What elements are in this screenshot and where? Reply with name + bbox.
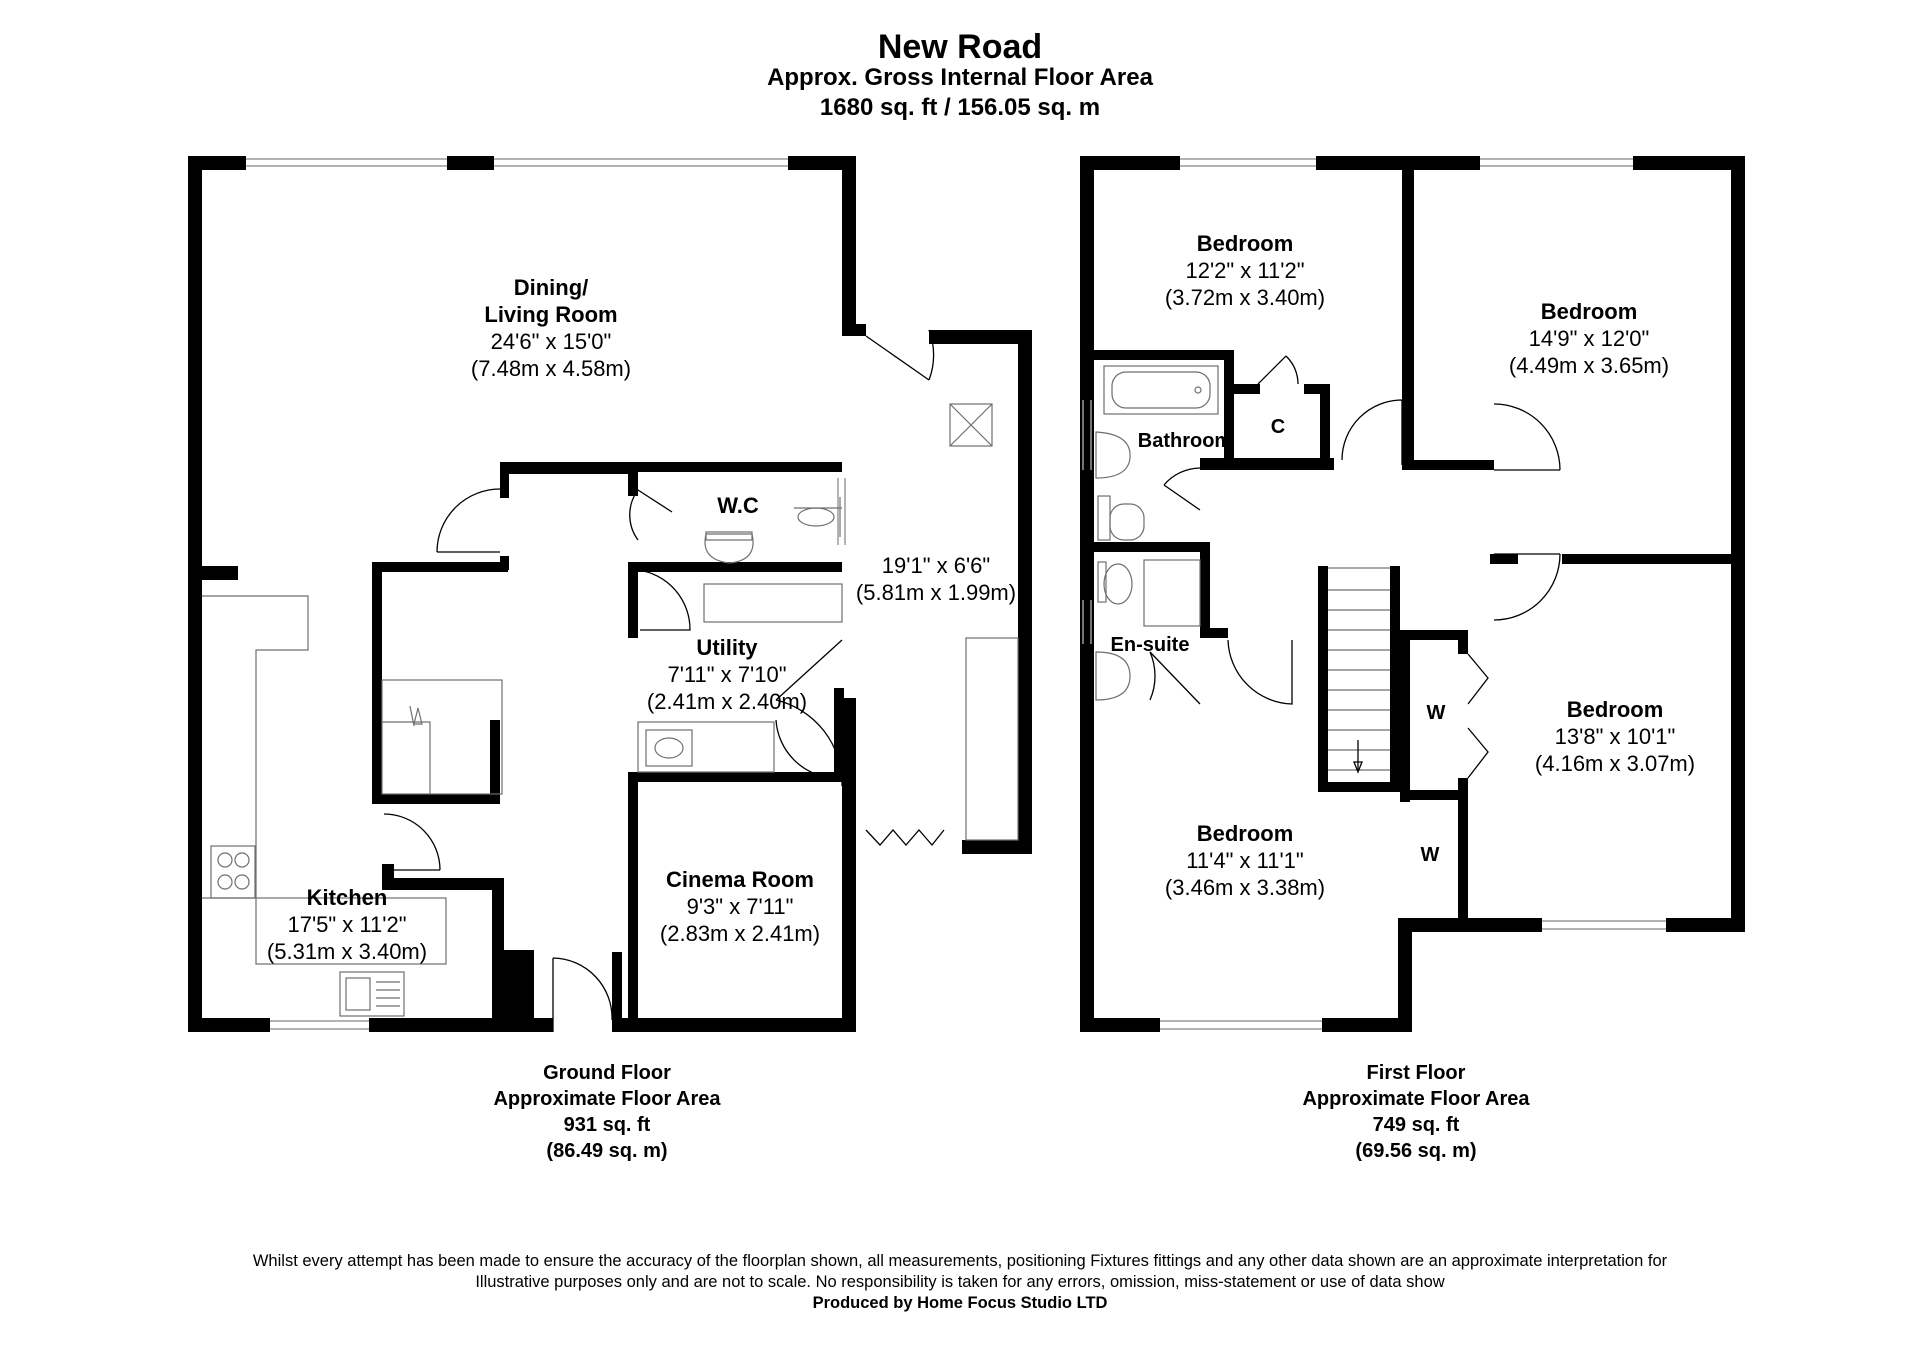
room-size-metric: (3.46m x 3.38m) bbox=[1164, 875, 1326, 900]
floor-area-caption: Approximate Floor Area bbox=[1302, 1088, 1530, 1110]
disclaimer-line: Whilst every attempt has been made to en… bbox=[252, 1252, 1668, 1270]
floor-area-caption: Approximate Floor Area bbox=[493, 1088, 721, 1110]
first-floor-doors bbox=[1149, 355, 1561, 779]
room-kitchen: Kitchen 17'5" x 11'2" (5.31m x 3.40m) bbox=[267, 884, 427, 965]
room-cupboard: C bbox=[1270, 416, 1286, 438]
ground-floor-label: Ground Floor Approximate Floor Area 931 … bbox=[493, 1060, 720, 1164]
room-size-metric: (4.49m x 3.65m) bbox=[1508, 353, 1670, 378]
ground-floor-walls bbox=[188, 156, 1032, 1032]
room-name: Cinema Room bbox=[666, 867, 814, 892]
room-bedroom-4: Bedroom 11'4" x 11'1" (3.46m x 3.38m) bbox=[1165, 820, 1325, 901]
room-size-imperial: 12'2" x 11'2" bbox=[1185, 258, 1305, 283]
room-size-metric: (2.83m x 2.41m) bbox=[659, 921, 821, 946]
room-name: Bedroom bbox=[1566, 697, 1664, 722]
room-size-imperial: 9'3" x 7'11" bbox=[686, 894, 794, 919]
room-name: W.C bbox=[717, 493, 759, 518]
room-utility: Utility 7'11" x 7'10" (2.41m x 2.40m) bbox=[647, 634, 807, 715]
ground-floor-doors bbox=[383, 329, 945, 1032]
room-hall: 19'1" x 6'6" (5.81m x 1.99m) bbox=[856, 552, 1016, 606]
room-dining-living: Dining/ Living Room 24'6" x 15'0" (7.48m… bbox=[471, 274, 631, 382]
plan-subtitle: Approx. Gross Internal Floor Area bbox=[767, 64, 1153, 91]
room-name: Utility bbox=[696, 635, 758, 660]
floor-area-sqft: 931 sq. ft bbox=[563, 1114, 651, 1136]
room-ensuite: En-suite bbox=[1110, 634, 1190, 656]
room-name: Kitchen bbox=[306, 885, 388, 910]
producer-credit: Produced by Home Focus Studio LTD bbox=[812, 1294, 1108, 1312]
room-size-imperial: 11'4" x 11'1" bbox=[1186, 848, 1304, 873]
floor-area-sqm: (86.49 sq. m) bbox=[546, 1140, 668, 1162]
room-size-imperial: 13'8" x 10'1" bbox=[1554, 724, 1676, 749]
room-size-imperial: 7'11" x 7'10" bbox=[667, 662, 787, 687]
room-name: Bedroom bbox=[1196, 821, 1294, 846]
room-name: Dining/ bbox=[513, 275, 589, 300]
plan-title: New Road bbox=[877, 28, 1043, 66]
floor-area-sqft: 749 sq. ft bbox=[1372, 1114, 1460, 1136]
room-bedroom-2: Bedroom 14'9" x 12'0" (4.49m x 3.65m) bbox=[1509, 298, 1669, 379]
first-floor-label: First Floor Approximate Floor Area 749 s… bbox=[1302, 1060, 1529, 1164]
floor-name: Ground Floor bbox=[543, 1062, 671, 1084]
room-size-imperial: 24'6" x 15'0" bbox=[490, 329, 612, 354]
room-size-metric: (5.81m x 1.99m) bbox=[855, 580, 1017, 605]
ground-floor-windows bbox=[246, 158, 846, 1030]
disclaimer: Whilst every attempt has been made to en… bbox=[0, 1251, 1920, 1314]
room-name: Bedroom bbox=[1540, 299, 1638, 324]
floor-area-sqm: (69.56 sq. m) bbox=[1355, 1140, 1477, 1162]
room-bedroom-1: Bedroom 12'2" x 11'2" (3.72m x 3.40m) bbox=[1165, 230, 1325, 311]
room-wardrobe: W bbox=[1426, 702, 1446, 724]
room-name: Bedroom bbox=[1196, 231, 1294, 256]
total-area: 1680 sq. ft / 156.05 sq. m bbox=[819, 94, 1101, 121]
first-floor-windows bbox=[1082, 158, 1666, 1030]
room-size-imperial: 19'1" x 6'6" bbox=[881, 553, 991, 578]
room-cinema: Cinema Room 9'3" x 7'11" (2.83m x 2.41m) bbox=[660, 866, 820, 947]
room-bathroom: Bathroom bbox=[1137, 430, 1233, 452]
room-wc: W.C bbox=[717, 492, 759, 519]
floor-name: First Floor bbox=[1366, 1062, 1466, 1084]
ground-floor-fixtures bbox=[202, 403, 1019, 1017]
disclaimer-line: Illustrative purposes only and are not t… bbox=[475, 1273, 1445, 1291]
room-size-metric: (4.16m x 3.07m) bbox=[1534, 751, 1696, 776]
room-size-metric: (7.48m x 4.58m) bbox=[470, 356, 632, 381]
room-size-metric: (2.41m x 2.40m) bbox=[646, 689, 808, 714]
first-floor-fixtures bbox=[1095, 365, 1400, 792]
room-size-imperial: 17'5" x 11'2" bbox=[287, 912, 407, 937]
room-wardrobe: W bbox=[1420, 844, 1440, 866]
room-name: Living Room bbox=[484, 302, 618, 327]
room-size-metric: (5.31m x 3.40m) bbox=[266, 939, 428, 964]
room-bedroom-3: Bedroom 13'8" x 10'1" (4.16m x 3.07m) bbox=[1535, 696, 1695, 777]
first-floor-walls bbox=[1080, 156, 1745, 1032]
room-size-imperial: 14'9" x 12'0" bbox=[1528, 326, 1650, 351]
room-size-metric: (3.72m x 3.40m) bbox=[1164, 285, 1326, 310]
